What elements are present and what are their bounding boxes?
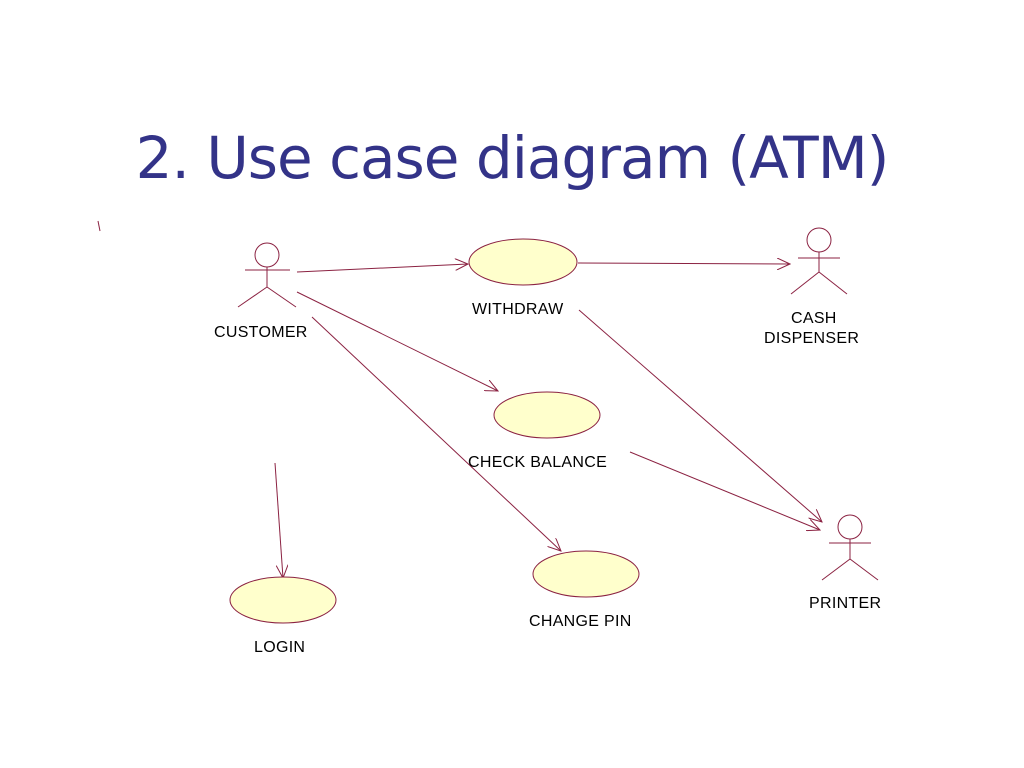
actor-customer (237, 242, 297, 308)
use-case-withdraw-label: WITHDRAW (472, 301, 564, 318)
actor-cash-dispenser (790, 227, 848, 295)
association-customer-check-balance (296, 291, 498, 391)
actor-printer-leg-left (821, 558, 851, 581)
use-case-change-pin-label: CHANGE PIN (529, 613, 632, 630)
actor-cash-dispenser-leg-right (818, 271, 848, 295)
use-case-check-balance (493, 391, 601, 439)
use-case-login (229, 576, 337, 624)
association-customer-withdraw (296, 264, 468, 273)
actor-customer-label: CUSTOMER (214, 324, 308, 341)
actor-printer-head (837, 514, 863, 540)
actor-customer-leg-left (237, 286, 268, 308)
association-withdraw-cash-dispenser (577, 263, 790, 264)
association-withdraw-printer (578, 309, 822, 522)
actor-cash-dispenser-leg-left (790, 271, 820, 295)
actor-cash-dispenser-label-line2: DISPENSER (764, 330, 859, 347)
actor-printer-leg-right (849, 558, 879, 581)
association-check-balance-printer (629, 451, 820, 530)
actor-printer-label: PRINTER (809, 595, 881, 612)
use-case-login-label: LOGIN (254, 639, 305, 656)
actor-customer-head (254, 242, 280, 268)
actor-printer (821, 514, 879, 581)
association-customer-login (274, 462, 283, 578)
actor-cash-dispenser-head (806, 227, 832, 253)
association-customer-change-pin (311, 316, 561, 551)
actor-customer-leg-right (266, 286, 297, 308)
page-title: 2. Use case diagram (ATM) (135, 124, 890, 192)
use-case-withdraw (468, 238, 578, 286)
use-case-change-pin (532, 550, 640, 598)
use-case-check-balance-label: CHECK BALANCE (468, 454, 607, 471)
actor-cash-dispenser-label-line1: CASH (791, 310, 837, 327)
stray-mark (97, 220, 101, 232)
